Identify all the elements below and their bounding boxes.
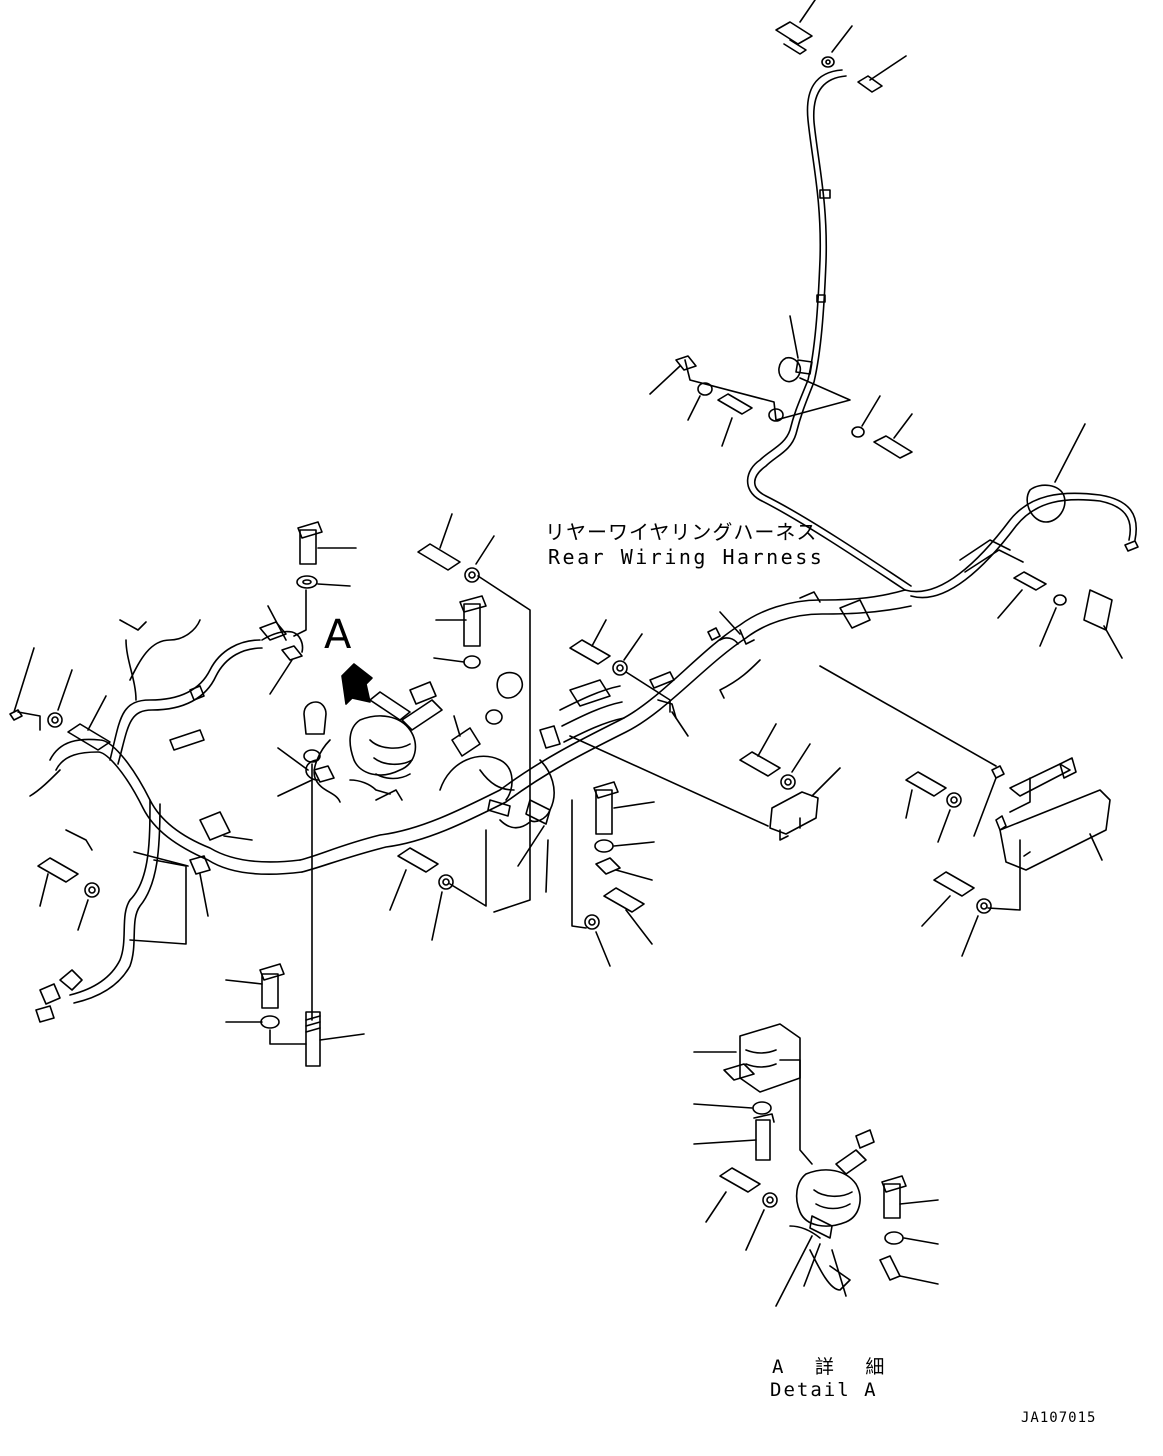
view-a-callout: A [324, 612, 352, 658]
rear-wiring-harness-label-jp: リヤーワイヤリングハーネス [545, 520, 818, 544]
drawing-number: JA107015 [1021, 1410, 1097, 1426]
top-bolt-group [775, 0, 907, 93]
detail-a-caption-en: Detail A [770, 1379, 878, 1401]
center-fasteners [389, 513, 531, 941]
rear-wiring-harness-label-en: Rear Wiring Harness [548, 545, 825, 569]
center-right-fasteners [569, 619, 671, 967]
mounting-bracket-large [819, 665, 1111, 957]
view-a-arrow [341, 663, 373, 705]
main-harness-trunk [299, 589, 912, 873]
left-fasteners [9, 647, 111, 931]
right-harness-branch [904, 423, 1139, 659]
detail-a-view [693, 1023, 939, 1307]
center-sub-harness [439, 671, 531, 829]
left-harness-branch [29, 605, 304, 1023]
lower-left-fasteners [225, 963, 365, 1067]
upper-harness-branch [746, 69, 912, 591]
upper-left-bolt-stack [293, 521, 357, 637]
mid-clamp-group [649, 315, 913, 459]
mounting-bracket-small [569, 723, 841, 841]
center-connector-cluster [517, 679, 625, 893]
detail-a-caption-jp: A 詳 細 [772, 1356, 895, 1378]
detail-a-assembly [277, 681, 443, 1021]
